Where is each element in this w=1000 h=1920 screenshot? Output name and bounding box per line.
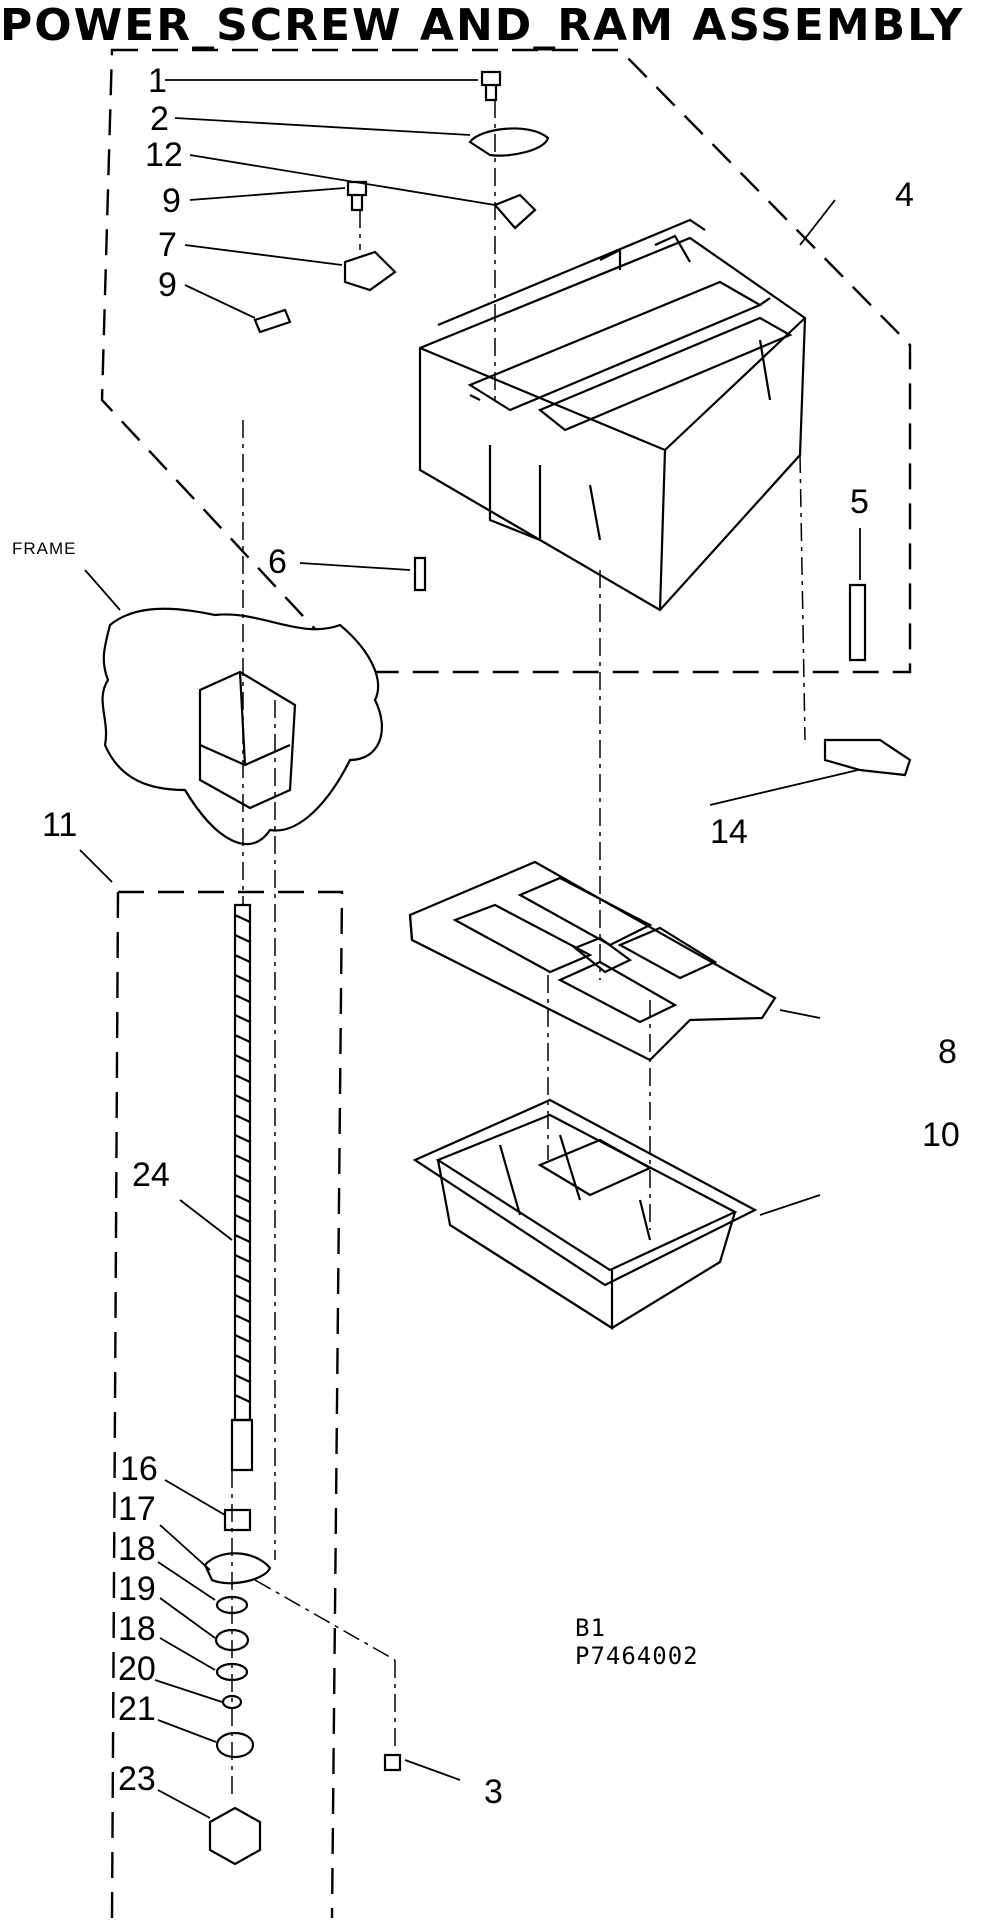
callout-18-bottom: 18 bbox=[118, 1610, 156, 1648]
callout-9-side: 9 bbox=[158, 266, 177, 304]
screw-part-9-top bbox=[348, 182, 366, 210]
callout-14: 14 bbox=[710, 813, 748, 851]
leader-lines bbox=[80, 80, 860, 1818]
upper-assembly-dashed-boundary bbox=[102, 50, 910, 672]
nut-part-21 bbox=[217, 1733, 253, 1757]
power-screw-part-24 bbox=[232, 905, 252, 1470]
callout-23: 23 bbox=[118, 1760, 156, 1798]
nut-part-12 bbox=[495, 195, 535, 228]
drawing-code: B1 P7464002 bbox=[575, 1614, 699, 1670]
drawing-code-line-2: P7464002 bbox=[575, 1641, 699, 1670]
frame-section bbox=[103, 609, 382, 844]
bracket-part-2 bbox=[470, 128, 548, 155]
diagram-title: POWER_SCREW AND_RAM ASSEMBLY bbox=[0, 0, 965, 51]
callout-5: 5 bbox=[850, 483, 869, 521]
tray-part-10 bbox=[415, 1100, 755, 1328]
base-plate-part-8 bbox=[410, 862, 775, 1060]
screw-part-3 bbox=[385, 1755, 400, 1770]
screw-part-1 bbox=[482, 72, 500, 100]
callout-7: 7 bbox=[158, 226, 177, 264]
callout-18-top: 18 bbox=[118, 1530, 156, 1568]
callout-19: 19 bbox=[118, 1570, 156, 1608]
callout-1: 1 bbox=[148, 62, 167, 100]
alignment-lines bbox=[232, 100, 805, 1800]
callout-11: 11 bbox=[42, 806, 78, 844]
nut-part-23 bbox=[210, 1808, 260, 1864]
drawing-code-line-1: B1 bbox=[575, 1614, 606, 1642]
pin-part-6 bbox=[415, 558, 425, 590]
callout-9-top: 9 bbox=[162, 182, 181, 220]
callout-10: 10 bbox=[922, 1116, 960, 1154]
callout-24: 24 bbox=[132, 1156, 170, 1194]
callout-8: 8 bbox=[938, 1033, 957, 1071]
bracket-part-7 bbox=[345, 252, 395, 290]
callout-12: 12 bbox=[145, 136, 183, 174]
ram-housing-part-4 bbox=[420, 220, 805, 610]
nut-part-16 bbox=[225, 1510, 250, 1530]
callout-3: 3 bbox=[484, 1773, 503, 1811]
callout-2: 2 bbox=[150, 100, 169, 138]
label-part-5 bbox=[850, 585, 865, 660]
frame-label: FRAME bbox=[12, 539, 77, 558]
screw-part-9-side bbox=[255, 310, 290, 332]
callout-4: 4 bbox=[895, 176, 914, 214]
callout-16: 16 bbox=[120, 1450, 158, 1488]
callout-17: 17 bbox=[118, 1490, 156, 1528]
callout-6: 6 bbox=[268, 543, 287, 581]
latch-part-14 bbox=[825, 740, 910, 775]
callout-21: 21 bbox=[118, 1690, 156, 1728]
callout-20: 20 bbox=[118, 1650, 156, 1688]
bracket-part-17 bbox=[205, 1553, 270, 1583]
lower-assembly-dashed-boundary bbox=[112, 892, 342, 1918]
